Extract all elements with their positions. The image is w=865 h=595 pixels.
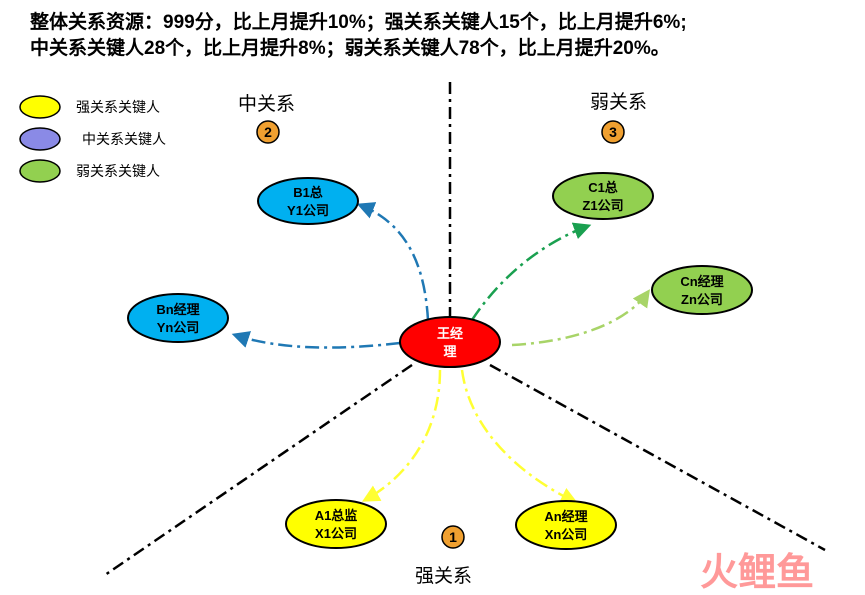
node-b1-shape [257, 177, 359, 225]
arrow-to-a1 [361, 369, 442, 502]
arrow-to-cn [511, 289, 651, 347]
legend-label-weak: 弱关系关键人 [76, 163, 160, 179]
legend-swatch-mid [19, 127, 61, 151]
section-label-strong: 强关系 [415, 565, 472, 587]
node-cn-shape [651, 265, 753, 315]
divider-right [489, 363, 826, 552]
legend-label-strong: 强关系关键人 [76, 99, 160, 115]
badge-strong [441, 525, 465, 549]
node-an-line1: An经理 [544, 509, 587, 524]
node-an-shape [515, 500, 617, 550]
arrow-to-an [460, 369, 579, 504]
section-label-weak: 弱关系 [590, 91, 647, 113]
node-b1-line1: B1总 [293, 185, 323, 200]
node-b1-line2: Y1公司 [287, 203, 329, 218]
arrow-to-bn [231, 331, 401, 349]
badge-mid [256, 120, 280, 144]
node-an[interactable]: An经理 Xn公司 [515, 500, 617, 550]
summary-line-2: 中关系关键人28个，比上月提升8%；弱关系关键人78个，比上月提升20%。 [30, 38, 670, 59]
arrow-to-c1 [470, 222, 592, 321]
node-bn-line1: Bn经理 [156, 302, 199, 317]
summary-line-1: 整体关系资源：999分，比上月提升10%；强关系关键人15个，比上月提升6%; [30, 12, 687, 33]
node-b1[interactable]: B1总 Y1公司 [257, 177, 359, 225]
legend: 强关系关键人 中关系关键人 弱关系关键人 [19, 95, 166, 183]
legend-label-mid: 中关系关键人 [82, 131, 166, 147]
node-an-line2: Xn公司 [545, 527, 588, 542]
center-node-shape [399, 316, 501, 368]
node-a1[interactable]: A1总监 X1公司 [285, 499, 387, 549]
badge-mid-number: 2 [264, 124, 272, 140]
watermark-logo: 火鲤鱼 [700, 552, 814, 594]
node-c1-line2: Z1公司 [582, 198, 623, 213]
badge-strong-number: 1 [449, 529, 457, 545]
center-node-line2: 理 [443, 344, 456, 359]
badge-weak [601, 120, 625, 144]
section-label-mid: 中关系 [238, 93, 295, 115]
arrow-to-b1 [356, 202, 430, 321]
legend-swatch-weak [19, 159, 61, 183]
node-a1-shape [285, 499, 387, 549]
node-cn-line2: Zn公司 [681, 292, 723, 307]
legend-swatch-strong [19, 95, 61, 119]
node-cn-line1: Cn经理 [680, 274, 723, 289]
summary-header: 整体关系资源：999分，比上月提升10%；强关系关键人15个，比上月提升6%; … [30, 10, 687, 62]
node-a1-line2: X1公司 [315, 526, 357, 541]
badge-weak-number: 3 [609, 124, 617, 140]
node-bn[interactable]: Bn经理 Yn公司 [127, 293, 229, 343]
divider-left [104, 363, 413, 577]
center-node[interactable]: 王经 理 [399, 316, 501, 368]
node-a1-line1: A1总监 [315, 508, 358, 523]
node-cn[interactable]: Cn经理 Zn公司 [651, 265, 753, 315]
center-node-line1: 王经 [437, 326, 463, 341]
node-c1-line1: C1总 [588, 180, 618, 195]
node-c1[interactable]: C1总 Z1公司 [552, 172, 654, 220]
node-bn-line2: Yn公司 [157, 320, 200, 335]
node-c1-shape [552, 172, 654, 220]
node-bn-shape [127, 293, 229, 343]
